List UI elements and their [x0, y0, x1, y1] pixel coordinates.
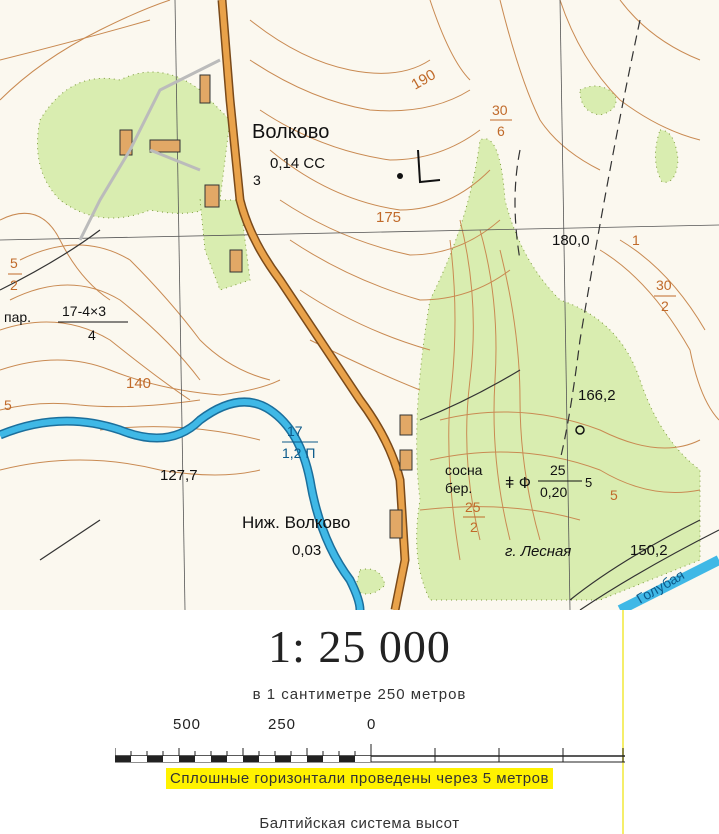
par-label: пар.: [4, 309, 31, 325]
f30-6-den: 6: [497, 123, 505, 139]
river-depth-num: 17: [287, 423, 303, 439]
contour-175: 175: [376, 209, 401, 226]
benchmark-icon: [575, 425, 585, 435]
river-golubaya: [617, 555, 719, 610]
f25-2-num: 25: [465, 499, 481, 515]
elev-127: 127,7: [160, 467, 198, 484]
village-volkovo-num: 3: [253, 172, 261, 188]
handwritten-mark: [417, 149, 441, 184]
village-volkovo-label: Волково: [252, 121, 329, 143]
forest-numerator: 25: [550, 462, 566, 478]
par-denominator: 4: [88, 327, 96, 343]
scale-bar: [115, 744, 625, 763]
village-nizh-volkovo-info: 0,03: [292, 542, 321, 559]
handwritten-dot: [397, 173, 403, 179]
mark-1: 1: [632, 232, 640, 248]
tracks: [514, 19, 641, 461]
f30-6-num: 30: [492, 102, 508, 118]
topographic-map: Волково 0,14 СС 3 Ниж. Волково 0,03 г. Л…: [0, 0, 719, 610]
f30-2-num: 30: [656, 277, 672, 293]
village-volkovo-info: 0,14 СС: [270, 155, 325, 172]
f25-2-den: 2: [470, 519, 478, 535]
village-nizh-volkovo-label: Ниж. Волково: [242, 513, 350, 532]
contour-140: 140: [126, 375, 151, 392]
contour-interval-text: Сплошные горизонтали проведены через 5 м…: [166, 768, 553, 789]
scale-title: 1: 25 000: [268, 621, 451, 672]
mark-5b: 5: [610, 487, 618, 503]
map-legend: 1: 25 000 в 1 сантиметре 250 метров 500 …: [0, 610, 719, 834]
forest-denominator: 0,20: [540, 484, 567, 500]
f30-2-den: 2: [661, 298, 669, 314]
elev-166: 166,2: [578, 387, 616, 404]
legend-border: [622, 610, 624, 834]
elev-150: 150,2: [630, 542, 668, 559]
contour-lines: [0, 0, 719, 561]
forest-species: сосна: [445, 462, 483, 478]
par-numerator: 17-4×3: [62, 303, 106, 319]
river-depth-den: 1,2 П: [282, 445, 315, 461]
roads-dark: [0, 229, 719, 610]
scale-tick-0: 0: [367, 716, 377, 733]
elev-180: 180,0: [552, 232, 590, 249]
f5-2-num: 5: [10, 255, 18, 271]
forest-extra: 5: [585, 475, 592, 490]
scale-tick-250: 250: [268, 716, 297, 733]
forest-species2: бер.: [445, 480, 472, 496]
scale-description: в 1 сантиметре 250 метров: [252, 686, 467, 703]
mark-5: 5: [4, 397, 12, 413]
height-system-note: Балтийская система высот: [259, 815, 460, 832]
f5-2-den: 2: [10, 277, 18, 293]
scale-tick-500: 500: [173, 716, 202, 733]
village-streets: [78, 58, 221, 241]
hill-lesnaya-label: г. Лесная: [505, 543, 571, 560]
tree-icon: ǂ Ф: [505, 475, 531, 492]
contour-interval-note: Сплошные горизонтали проведены через 5 м…: [0, 768, 719, 789]
